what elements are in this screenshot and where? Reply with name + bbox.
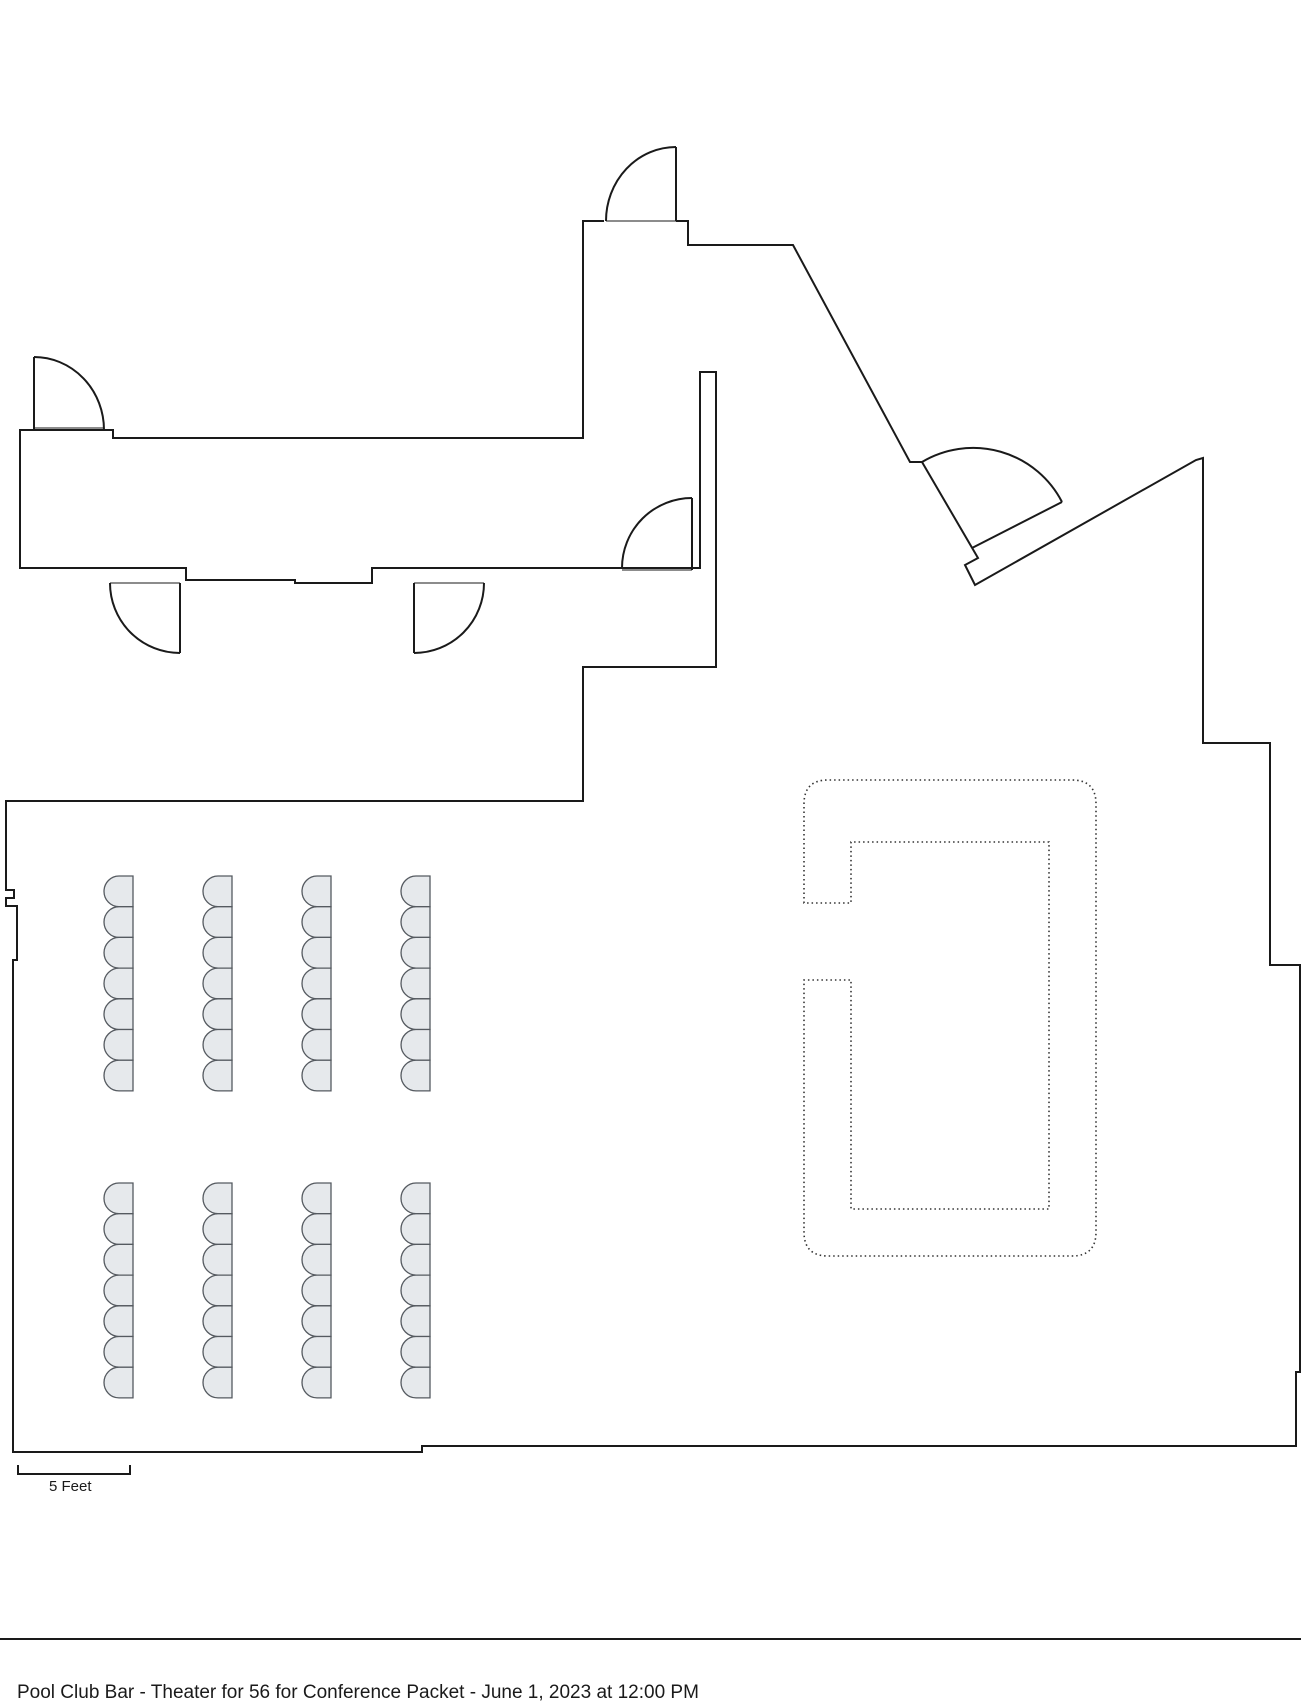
chair (202, 998, 233, 1031)
chair (301, 1305, 332, 1338)
chair (103, 967, 134, 1000)
chair (103, 1335, 134, 1368)
chair (202, 1243, 233, 1276)
chair (301, 1059, 332, 1092)
chair (103, 1305, 134, 1338)
chair (301, 1274, 332, 1307)
door-top (605, 146, 677, 222)
chair (103, 998, 134, 1031)
chair (202, 1305, 233, 1338)
main-wall-outline (5, 220, 1301, 1453)
chair (400, 1059, 431, 1092)
chair (301, 1182, 332, 1215)
chair (202, 1274, 233, 1307)
chair (103, 906, 134, 939)
chair (301, 1243, 332, 1276)
room-walls (5, 220, 1301, 1453)
chair (103, 936, 134, 969)
chair (400, 936, 431, 969)
chair (301, 967, 332, 1000)
chair (400, 1243, 431, 1276)
bar-outer-outline (803, 779, 1097, 1257)
chair (202, 1028, 233, 1061)
chair (400, 1366, 431, 1399)
chair (103, 1059, 134, 1092)
chair (202, 1213, 233, 1246)
chair (400, 1028, 431, 1061)
chair (400, 1335, 431, 1368)
chair (301, 1028, 332, 1061)
scale-bar-label: 5 Feet (49, 1478, 92, 1495)
bar-counter-outline (803, 779, 1097, 1257)
chair (202, 1059, 233, 1092)
chair (202, 967, 233, 1000)
chair (301, 1335, 332, 1368)
chair (103, 1243, 134, 1276)
footer-caption: Pool Club Bar - Theater for 56 for Confe… (17, 1682, 699, 1703)
door-diagonal (921, 446, 1063, 549)
chair (202, 936, 233, 969)
chair (301, 936, 332, 969)
chair (202, 875, 233, 908)
scale-bar (17, 1465, 131, 1475)
chair (103, 1274, 134, 1307)
chair (301, 875, 332, 908)
chair (400, 906, 431, 939)
chair (103, 1028, 134, 1061)
chair (400, 998, 431, 1031)
door-lower-center (413, 582, 485, 654)
chair (103, 1213, 134, 1246)
chair (202, 1182, 233, 1215)
chair (301, 1366, 332, 1399)
theater-seating (103, 875, 431, 1399)
chair (301, 906, 332, 939)
chair (400, 1274, 431, 1307)
door-lower-left (109, 582, 181, 654)
chair (400, 1182, 431, 1215)
chair (202, 1335, 233, 1368)
chair (202, 1366, 233, 1399)
door-corridor-right (621, 497, 693, 571)
chair (202, 906, 233, 939)
chair (103, 1182, 134, 1215)
chair (301, 1213, 332, 1246)
chair (103, 1366, 134, 1399)
chair (400, 875, 431, 908)
chair (400, 1213, 431, 1246)
chair (400, 1305, 431, 1338)
footer-divider (0, 1638, 1301, 1640)
chair (400, 967, 431, 1000)
chair (301, 998, 332, 1031)
door-upper-left (33, 356, 105, 431)
chair (103, 875, 134, 908)
